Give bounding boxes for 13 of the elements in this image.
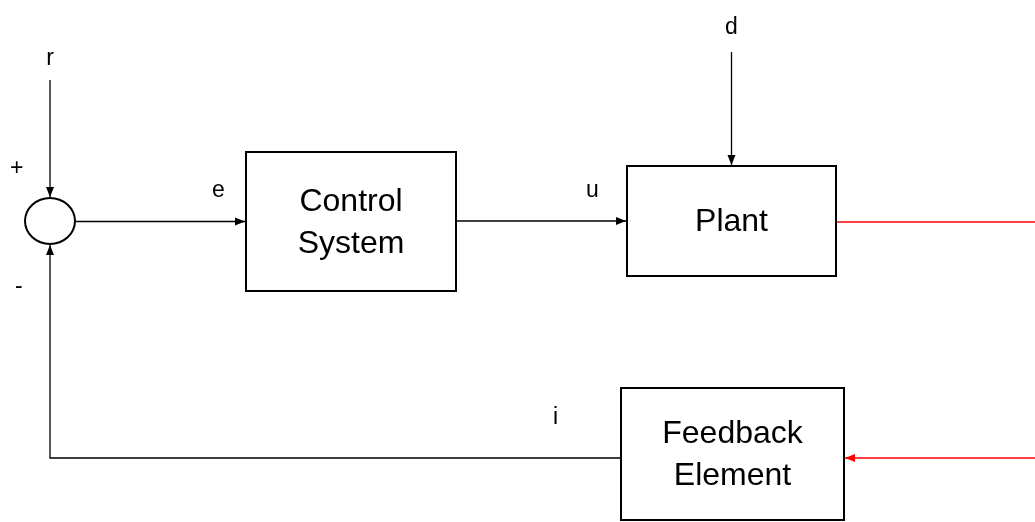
arrow: [844, 454, 1035, 462]
process-box: Feedback Element: [620, 387, 845, 521]
signal-label: r: [46, 43, 54, 71]
signal-label: d: [725, 12, 738, 40]
arrow: [727, 51, 736, 166]
summing-junction: [24, 197, 76, 245]
arrow: [46, 79, 54, 198]
process-box: Plant: [626, 165, 837, 277]
arrow: [456, 217, 627, 225]
arrow: [75, 217, 246, 226]
signal-line: [836, 221, 1035, 223]
arrow: [46, 244, 621, 459]
process-box: Control System: [245, 151, 457, 292]
